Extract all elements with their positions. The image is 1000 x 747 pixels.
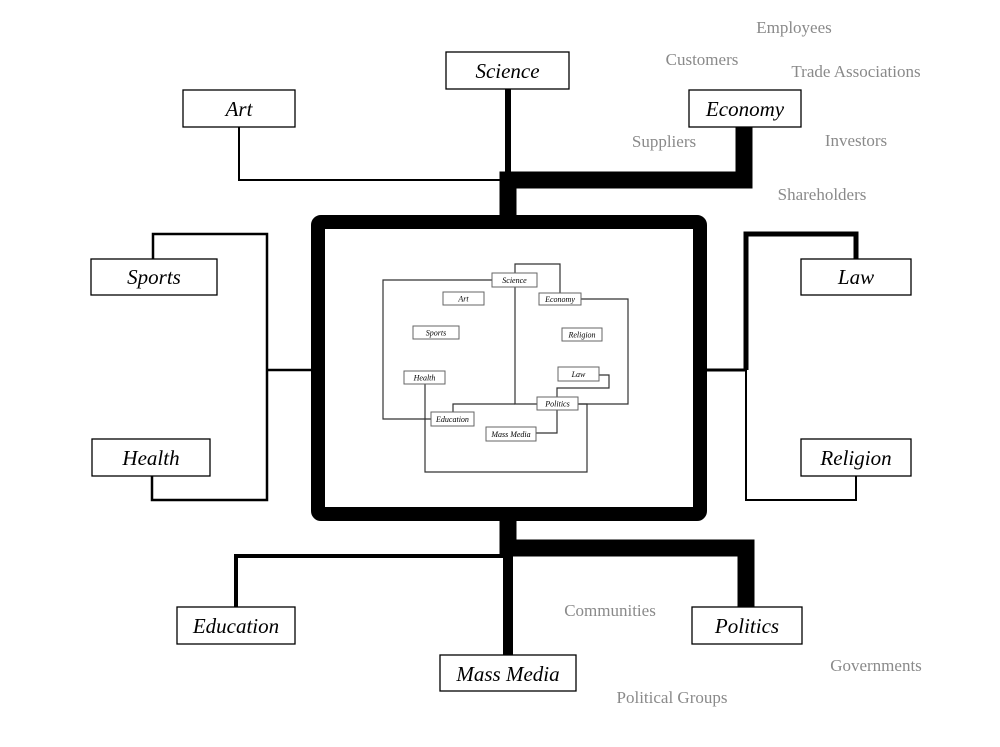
svg-text:Mass Media: Mass Media — [490, 430, 530, 439]
law-connector — [743, 231, 859, 370]
stakeholder-communities: Communities — [564, 601, 656, 620]
stakeholder-governments: Governments — [830, 656, 922, 675]
svg-text:Mass Media: Mass Media — [455, 662, 559, 686]
svg-text:Education: Education — [435, 415, 469, 424]
box-sports: Sports — [90, 258, 218, 296]
svg-text:Religion: Religion — [567, 331, 595, 340]
stakeholder-trade-associations: Trade Associations — [791, 62, 920, 81]
economy-connector — [499, 126, 753, 222]
box-art: Art — [182, 89, 296, 128]
svg-text:Law: Law — [571, 370, 586, 379]
mini-box-education: Education — [430, 411, 475, 427]
svg-text:Education: Education — [192, 614, 279, 638]
mini-box-art: Art — [442, 291, 485, 306]
mini-diagram: Science Art Economy Sports Religion Heal… — [382, 263, 629, 473]
svg-text:Art: Art — [224, 97, 254, 121]
svg-text:Sports: Sports — [127, 265, 181, 289]
svg-text:Politics: Politics — [714, 614, 779, 638]
box-mass-media: Mass Media — [439, 654, 577, 692]
svg-text:Economy: Economy — [544, 295, 575, 304]
svg-text:Religion: Religion — [819, 446, 891, 470]
stakeholder-political-groups: Political Groups — [617, 688, 728, 707]
svg-text:Health: Health — [121, 446, 179, 470]
stakeholders: Employees Customers Trade Associations S… — [564, 18, 922, 707]
stakeholder-employees: Employees — [756, 18, 832, 37]
education-connector — [234, 554, 508, 607]
art-connector — [238, 127, 508, 181]
svg-text:Health: Health — [413, 374, 436, 383]
box-religion: Religion — [800, 438, 912, 477]
box-politics: Politics — [691, 606, 803, 645]
svg-text:Sports: Sports — [426, 329, 446, 338]
mini-box-law: Law — [557, 366, 600, 382]
mini-box-health: Health — [403, 370, 446, 385]
svg-text:Art: Art — [457, 295, 469, 304]
mini-box-sports: Sports — [412, 325, 460, 340]
box-health: Health — [91, 438, 211, 477]
society-frame — [311, 215, 707, 521]
mini-box-politics: Politics — [536, 396, 579, 411]
box-law: Law — [800, 258, 912, 296]
mini-box-religion: Religion — [561, 327, 603, 342]
mini-box-mass-media: Mass Media — [485, 426, 537, 442]
box-education: Education — [176, 606, 296, 645]
svg-text:Science: Science — [475, 59, 539, 83]
box-science: Science — [445, 51, 570, 90]
connectors — [150, 89, 859, 655]
stakeholder-customers: Customers — [666, 50, 739, 69]
svg-text:Law: Law — [837, 265, 874, 289]
mini-box-economy: Economy — [538, 292, 582, 306]
svg-text:Politics: Politics — [544, 400, 569, 409]
politics-connector — [499, 514, 755, 607]
stakeholder-suppliers: Suppliers — [632, 132, 696, 151]
box-economy: Economy — [688, 89, 802, 128]
mini-box-science: Science — [491, 272, 538, 288]
religion-connector — [745, 370, 857, 501]
svg-text:Economy: Economy — [705, 97, 785, 121]
svg-text:Science: Science — [502, 276, 527, 285]
stakeholder-shareholders: Shareholders — [778, 185, 867, 204]
stakeholder-investors: Investors — [825, 131, 887, 150]
sports-health-connector — [150, 232, 269, 502]
